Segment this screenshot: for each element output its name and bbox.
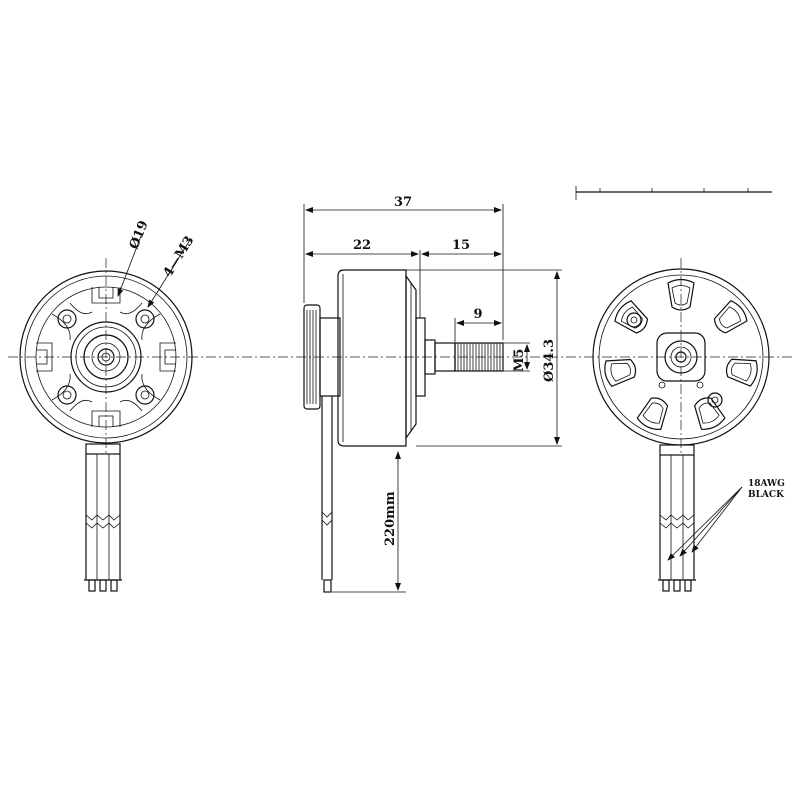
rear-wire-bundle	[658, 444, 696, 592]
body-length-label: 22	[353, 238, 371, 253]
front-wire-bundle	[84, 443, 122, 592]
scale-bar	[575, 186, 772, 200]
mount-hole-top-right	[135, 309, 155, 329]
bolt-circle-leader	[117, 235, 142, 297]
wire-leader-3	[691, 486, 743, 553]
overall-length-label: 37	[394, 195, 412, 210]
thread-length-label: 9	[473, 307, 482, 322]
front-spoke-ring	[35, 286, 177, 428]
rear-inner-rim	[598, 274, 764, 440]
hub-bearing	[83, 334, 129, 380]
shaft-length-label: 15	[452, 238, 470, 253]
thread-label: M5	[512, 349, 527, 372]
rear-view: 18AWG BLACK	[575, 186, 785, 592]
rear-screw-holes	[626, 312, 723, 408]
side-view: 37 22 15 9 M5 Ø34.3 220mm	[303, 195, 562, 593]
mount-hole-bottom-right	[135, 385, 155, 405]
front-inner-rim	[24, 275, 188, 439]
mount-hole-bottom-left	[57, 385, 77, 405]
front-outer-rim	[19, 270, 193, 444]
front-view: Ø19 4—M3	[19, 219, 198, 592]
shaft-end	[97, 348, 115, 366]
wire-gauge-label: 18AWG	[748, 479, 785, 489]
side-collar	[303, 304, 341, 410]
side-flange	[405, 274, 436, 440]
side-lead-wire	[321, 396, 333, 593]
bolt-circle-label: Ø19	[127, 219, 152, 252]
diameter-label: Ø34.3	[542, 339, 557, 382]
side-shaft	[434, 342, 504, 372]
rear-hub	[656, 332, 706, 389]
front-hub	[70, 321, 142, 393]
wire-color-label: BLACK	[748, 490, 785, 500]
mount-hole-top-left	[57, 309, 77, 329]
wire-leader-1	[667, 486, 743, 561]
side-motor-body	[337, 269, 407, 447]
mount-holes-label: 4—M3	[161, 234, 198, 281]
mount-hole-leader	[147, 239, 191, 308]
wire-leader-2	[679, 486, 743, 557]
front-spokes	[36, 287, 176, 427]
front-mount-holes	[57, 309, 155, 405]
hub-outer	[70, 321, 142, 393]
lead-length-label: 220mm	[383, 491, 398, 546]
rear-cooling-vents	[604, 278, 758, 430]
